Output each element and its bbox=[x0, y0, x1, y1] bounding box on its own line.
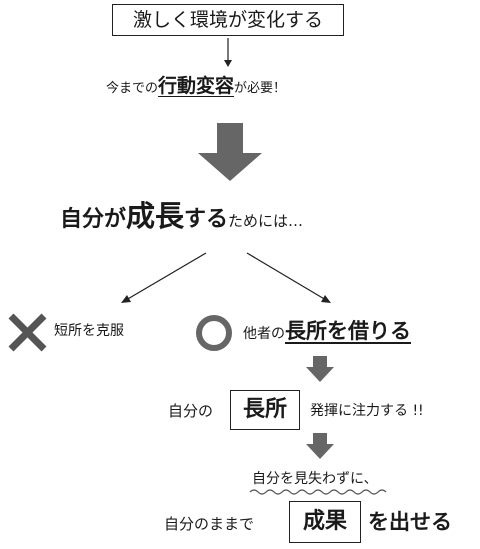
top-box: 激しく環境が変化する bbox=[112, 4, 344, 36]
behavior-change-line: 今までの行動変容が必要！ bbox=[106, 72, 286, 103]
left-branch-label: 短所を克服 bbox=[54, 323, 124, 339]
big-down-arrow bbox=[198, 123, 262, 181]
small-down-arrow-1 bbox=[306, 356, 334, 382]
right-branch-emphasis: 長所を借りる bbox=[285, 319, 411, 343]
line2-prefix: 今までの bbox=[106, 81, 159, 96]
right-branch-prefix: 他者の bbox=[243, 326, 285, 342]
line7-text: 自分を見失わずに、 bbox=[252, 471, 378, 487]
line6-suffix: 発揮に注力する !! bbox=[310, 403, 424, 419]
small-down-arrow-2 bbox=[306, 433, 334, 459]
right-branch-arrow bbox=[246, 252, 331, 303]
left-branch-arrow bbox=[121, 252, 207, 303]
line2-suffix: が必要！ bbox=[234, 81, 287, 96]
circle-mark-icon bbox=[196, 315, 232, 351]
line8-boxed: 成果 bbox=[289, 501, 361, 543]
wavy-underline bbox=[249, 489, 387, 495]
right-branch-label: 他者の長所を借りる bbox=[243, 314, 411, 351]
line6-boxed: 長所 bbox=[230, 390, 300, 430]
line8-prefix: 自分のままで bbox=[164, 515, 255, 533]
line8-suffix: を出せる bbox=[368, 510, 452, 534]
growth-line: 自分が成長するためには… bbox=[60, 194, 303, 243]
line6-prefix: 自分の bbox=[168, 402, 214, 420]
line3-part3: する bbox=[184, 207, 229, 232]
thin-down-arrow bbox=[224, 38, 232, 67]
line3-part4: ためには… bbox=[228, 212, 304, 230]
line3-part1: 自分が bbox=[60, 207, 127, 232]
cross-mark-icon bbox=[8, 313, 47, 352]
line3-part2: 成長 bbox=[126, 199, 185, 233]
line2-emphasis: 行動変容 bbox=[158, 75, 235, 97]
